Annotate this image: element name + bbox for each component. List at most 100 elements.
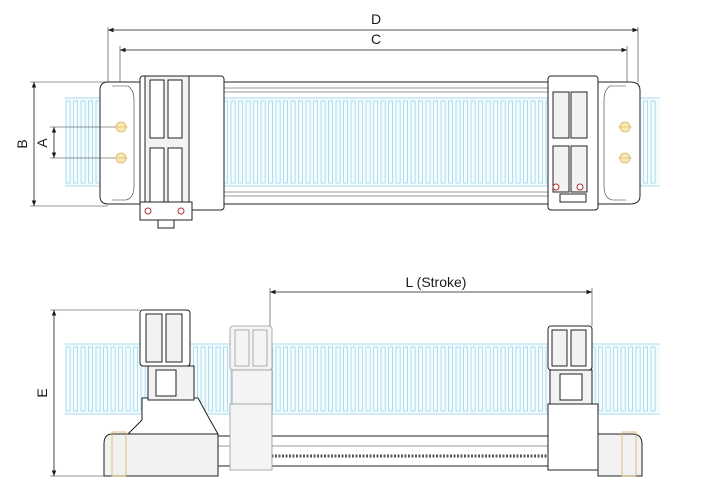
top-left-end-cap — [99, 81, 141, 205]
tube-rib — [395, 346, 401, 412]
side-left-carriage — [139, 309, 195, 401]
tube-rib — [455, 100, 461, 184]
dimension-stroke: L (Stroke) — [269, 274, 593, 326]
side-left-foot — [103, 433, 219, 477]
tube-rib — [433, 346, 438, 412]
top-right-end-cap — [597, 81, 641, 205]
tube-rib — [320, 100, 326, 184]
tube-rib — [500, 100, 506, 184]
tube-rib — [313, 100, 318, 184]
tube-rib — [290, 100, 296, 184]
tube-rib — [343, 100, 348, 184]
tube-rib — [298, 100, 303, 184]
tube-rib — [350, 346, 356, 412]
tube-rib — [508, 100, 513, 184]
tube-rib — [208, 346, 213, 412]
dimension-b: B — [14, 81, 108, 207]
marker-dot — [177, 207, 185, 215]
tube-rib — [388, 346, 393, 412]
tube-rib — [418, 100, 423, 184]
tube-rib — [508, 346, 513, 412]
tube-rib — [628, 346, 633, 412]
tube-rib — [643, 100, 648, 184]
tube-rib — [305, 346, 311, 412]
tube-rib — [125, 346, 131, 412]
tube-rib — [440, 100, 446, 184]
tube-rib — [350, 100, 356, 184]
tube-rib — [515, 346, 521, 412]
tube-rib — [515, 100, 521, 184]
tube-rib — [448, 100, 453, 184]
tube-rib — [395, 100, 401, 184]
tube-rib — [613, 346, 618, 412]
tube-rib — [373, 100, 378, 184]
tube-rib — [493, 346, 498, 412]
tube-rib — [410, 100, 416, 184]
tube-rib — [538, 100, 543, 184]
marker-dot — [144, 207, 152, 215]
side-right-end-block — [597, 433, 643, 477]
tube-rib — [425, 346, 431, 412]
tube-rib — [530, 100, 536, 184]
tube-rib — [365, 100, 371, 184]
tube-rib — [80, 346, 86, 412]
tube-rib — [73, 346, 78, 412]
tube-rib — [598, 346, 603, 412]
tube-rib — [245, 100, 251, 184]
tube-rib — [485, 100, 491, 184]
tube-rib — [478, 100, 483, 184]
top-view: D C B A — [14, 11, 660, 229]
tube-rib — [275, 100, 281, 184]
tube-rib — [358, 100, 363, 184]
tube-rib — [223, 346, 228, 412]
tube-rib — [65, 100, 71, 184]
dimension-label-d: D — [371, 11, 381, 27]
side-right-carriage — [547, 325, 599, 471]
tube-rib — [463, 100, 468, 184]
dimension-c: C — [119, 31, 628, 82]
tube-rib — [523, 100, 528, 184]
tube-rib — [470, 100, 476, 184]
dimension-label-a: A — [34, 138, 50, 148]
tube-rib — [388, 100, 393, 184]
tube-rib — [365, 346, 371, 412]
tube-rib — [283, 100, 288, 184]
tube-rib — [95, 346, 101, 412]
tube-rib — [380, 100, 386, 184]
tube-rib — [470, 346, 476, 412]
marker-dot — [552, 183, 560, 191]
tube-rib — [328, 100, 333, 184]
tube-rib — [260, 100, 266, 184]
dimension-d: D — [107, 11, 639, 82]
mounting-holes — [114, 121, 632, 164]
tube-rib — [650, 100, 656, 184]
tube-rib — [463, 346, 468, 412]
tube-rib — [110, 346, 116, 412]
dimension-e: E — [34, 309, 140, 477]
tube-rib — [88, 346, 93, 412]
top-right-carriage — [547, 75, 599, 211]
tube-rib — [305, 100, 311, 184]
tube-rib — [335, 346, 341, 412]
tube-rib — [538, 346, 543, 412]
tube-rib — [500, 346, 506, 412]
tube-rib — [358, 346, 363, 412]
tube-rib — [440, 346, 446, 412]
tube-rib — [133, 346, 138, 412]
tube-rib — [530, 346, 536, 412]
tube-rib — [433, 100, 438, 184]
tube-rib — [298, 346, 303, 412]
tube-rib — [283, 346, 288, 412]
tube-rib — [230, 100, 236, 184]
side-base-rail — [217, 435, 551, 467]
tube-rib — [275, 346, 281, 412]
dimension-label-e: E — [34, 388, 50, 397]
tube-rib — [103, 346, 108, 412]
tube-rib — [253, 100, 258, 184]
tube-rib — [455, 346, 461, 412]
tube-rib — [380, 346, 386, 412]
tube-rib — [65, 346, 71, 412]
top-left-carriage — [139, 75, 225, 229]
tube-rib — [620, 346, 626, 412]
